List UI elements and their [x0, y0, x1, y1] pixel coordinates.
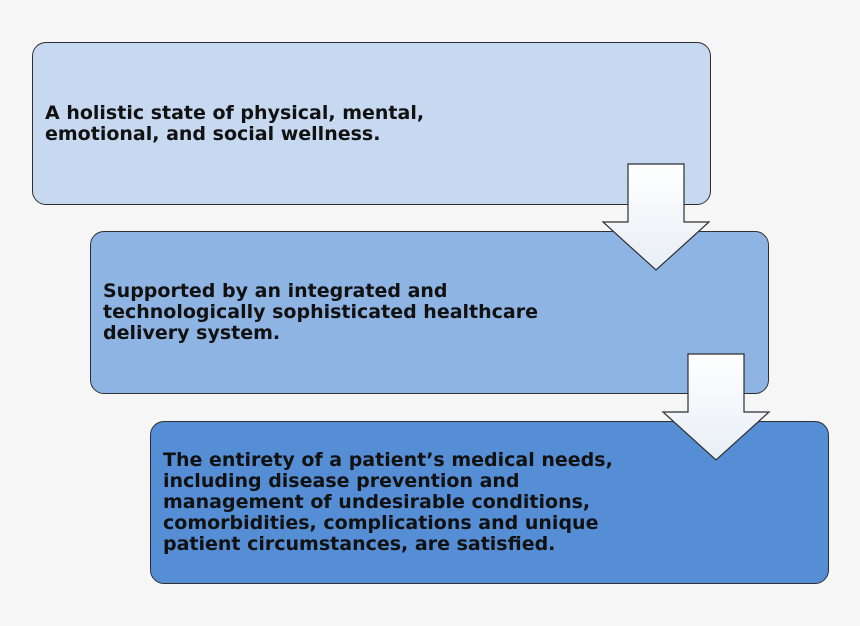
- step-3-text: The entirety of a patient’s medical need…: [163, 449, 613, 555]
- down-arrow-icon: [601, 163, 711, 271]
- step-box-3: The entirety of a patient’s medical need…: [150, 421, 829, 584]
- down-arrow-icon: [661, 353, 771, 461]
- step-1-text: A holistic state of physical, mental, em…: [45, 101, 425, 145]
- step-box-1: A holistic state of physical, mental, em…: [32, 42, 711, 205]
- step-2-text: Supported by an integrated and technolog…: [103, 280, 538, 344]
